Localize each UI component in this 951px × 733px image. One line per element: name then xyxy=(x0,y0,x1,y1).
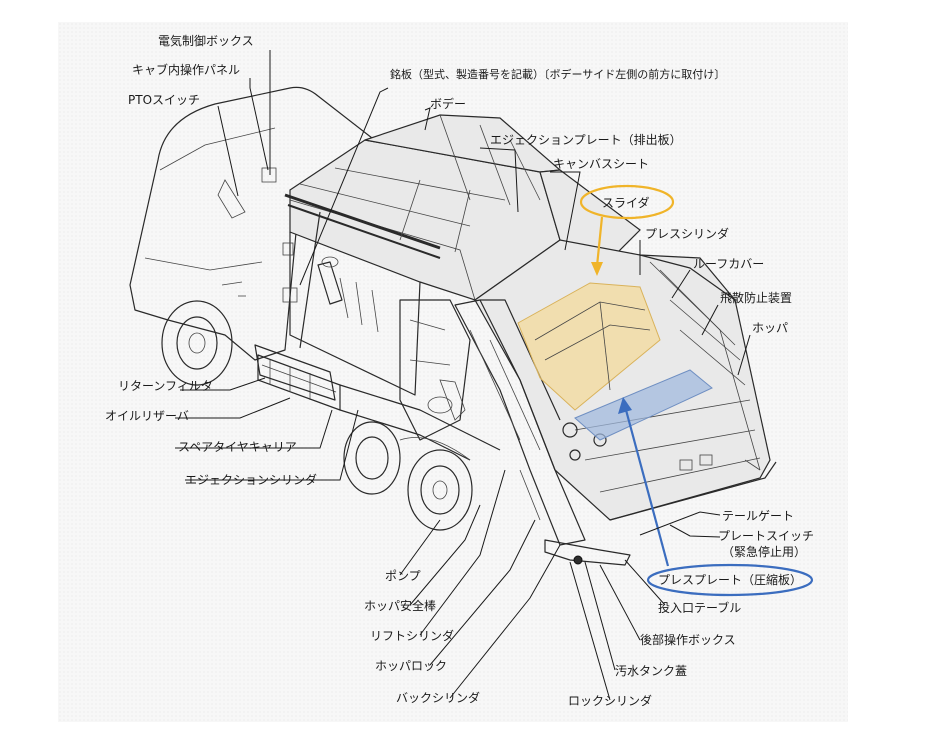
label-lift-cylinder: リフトシリンダ xyxy=(370,628,454,643)
label-press-cylinder: プレスシリンダ xyxy=(645,226,729,241)
label-cab-panel: キャブ内操作パネル xyxy=(132,62,240,77)
truck-body-box xyxy=(282,139,561,396)
truck-chassis xyxy=(254,344,501,461)
press-plate-highlight-group xyxy=(574,369,713,441)
label-hopper: ホッパ xyxy=(752,321,788,335)
label-hopper-lock: ホッパロック xyxy=(375,659,447,673)
label-rear-control-box: 後部操作ボックス xyxy=(640,632,736,647)
label-body: ボデー xyxy=(430,96,466,111)
slider-highlight-group xyxy=(517,282,661,411)
label-pump: ポンプ xyxy=(385,569,421,583)
label-slider: スライダ xyxy=(602,195,650,210)
label-emergency-stop: （緊急停止用） xyxy=(722,544,806,559)
slider-callout-ring xyxy=(579,184,675,220)
label-roof-cover: ルーフカバー xyxy=(693,257,764,271)
label-canvas-sheet: キャンバスシート xyxy=(553,157,649,171)
label-pto-switch: PTOスイッチ xyxy=(128,93,200,107)
label-press-plate: プレスプレート（圧縮板） xyxy=(658,572,802,587)
label-hopper-safety-bar: ホッパ安全棒 xyxy=(364,598,436,613)
label-return-filter: リターンフィルタ xyxy=(118,379,213,393)
label-ejection-cylinder: エジェクションシリンダ xyxy=(185,472,317,487)
label-back-cylinder: バックシリンダ xyxy=(396,690,480,705)
rear-wheels xyxy=(343,421,473,531)
label-input-table: 投入口テーブル xyxy=(658,600,741,615)
leader-lines xyxy=(175,50,751,701)
press-plate-arrow xyxy=(618,397,670,567)
label-oil-reservoir: オイルリザーバ xyxy=(105,409,189,423)
label-electric-control-box: 電気制御ボックス xyxy=(158,33,254,48)
label-nameplate: 銘板（型式、製造番号を記載）〔ボデーサイド左側の前方に取付け〕 xyxy=(390,67,725,81)
front-wheel xyxy=(161,300,233,386)
label-plate-switch: プレートスイッチ xyxy=(718,529,814,543)
label-lock-cylinder: ロックシリンダ xyxy=(568,693,652,708)
press-plate-highlight-area xyxy=(574,369,713,441)
slider-highlight-area xyxy=(517,282,661,411)
labels: 電気制御ボックス キャブ内操作パネル PTOスイッチ 銘板（型式、製造番号を記載… xyxy=(105,33,814,708)
label-sewage-tank-lid: 汚水タンク蓋 xyxy=(615,664,687,678)
slider-arrow xyxy=(591,216,604,276)
truck-illustration xyxy=(129,86,777,566)
press-plate-callout-ring xyxy=(646,563,814,597)
label-tailgate: テールゲート xyxy=(722,509,794,523)
label-spare-tire-carrier: スペアタイヤキャリア xyxy=(178,440,297,454)
label-ejection-plate: エジェクションプレート（排出板） xyxy=(490,133,682,147)
truck-roof xyxy=(364,114,641,271)
label-scatter-prevention: 飛散防止装置 xyxy=(720,290,792,305)
